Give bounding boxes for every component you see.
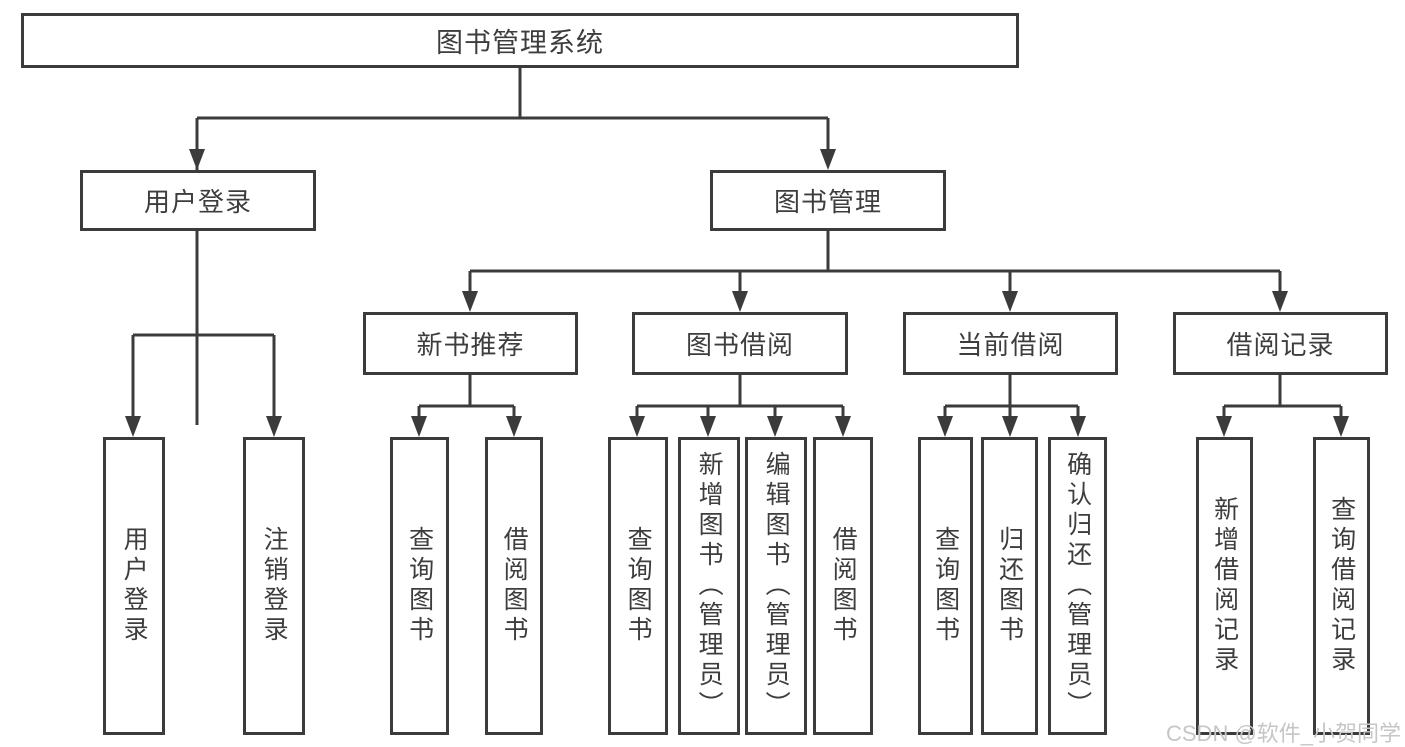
node-label: 借阅图书 xyxy=(500,526,529,646)
node-label: 查询借阅记录 xyxy=(1327,496,1356,676)
node-label: 图书管理 xyxy=(773,187,882,217)
node-label: 新增借阅记录 xyxy=(1210,496,1239,676)
node-current-borrowing: 当前借阅 xyxy=(903,312,1118,375)
node-label: 归还图书 xyxy=(995,526,1024,646)
leaf-borrow-borrow-books: 借阅图书 xyxy=(813,437,873,735)
node-new-book-recommendation: 新书推荐 xyxy=(363,312,578,375)
node-label: 查询图书 xyxy=(931,526,960,646)
leaf-logout: 注销登录 xyxy=(243,437,305,735)
connector-arrowheads xyxy=(125,149,1349,437)
node-user-login-branch: 用户登录 xyxy=(80,170,316,231)
node-label: 借阅图书 xyxy=(829,526,858,646)
leaf-newbook-query-books: 查询图书 xyxy=(390,437,449,735)
node-label: 查询图书 xyxy=(405,526,434,646)
leaf-current-confirm-return-admin: 确认归还（管理员） xyxy=(1048,437,1107,735)
node-label: 查询图书 xyxy=(624,526,653,646)
leaf-current-query-books: 查询图书 xyxy=(918,437,973,735)
leaf-current-return-books: 归还图书 xyxy=(981,437,1038,735)
node-label: 用户登录 xyxy=(120,526,149,646)
leaf-borrow-add-books-admin: 新增图书（管理员） xyxy=(678,437,740,735)
csdn-watermark: CSDN @软件_小贺同学 xyxy=(1166,721,1402,746)
node-book-borrowing: 图书借阅 xyxy=(632,312,848,375)
leaf-borrow-query-books: 查询图书 xyxy=(608,437,668,735)
node-label: 确认归还（管理员） xyxy=(1063,451,1092,721)
node-label: 编辑图书（管理员） xyxy=(762,451,791,721)
node-library-management-system: 图书管理系统 xyxy=(21,13,1019,68)
leaf-record-add-borrow-record: 新增借阅记录 xyxy=(1196,437,1253,735)
node-label: 新书推荐 xyxy=(416,330,525,360)
node-label: 新增图书（管理员） xyxy=(695,451,724,721)
node-label: 注销登录 xyxy=(260,526,289,646)
node-label: 图书管理系统 xyxy=(436,28,604,58)
leaf-user-login: 用户登录 xyxy=(103,437,165,735)
node-borrowing-records: 借阅记录 xyxy=(1173,312,1388,375)
node-label: 借阅记录 xyxy=(1226,330,1335,360)
node-label: 用户登录 xyxy=(143,187,252,217)
node-label: 当前借阅 xyxy=(956,330,1065,360)
node-book-management-branch: 图书管理 xyxy=(710,170,946,231)
leaf-borrow-edit-books-admin: 编辑图书（管理员） xyxy=(745,437,807,735)
leaf-newbook-borrow-books: 借阅图书 xyxy=(485,437,543,735)
leaf-record-query-borrow-record: 查询借阅记录 xyxy=(1313,437,1370,735)
node-label: 图书借阅 xyxy=(685,330,794,360)
